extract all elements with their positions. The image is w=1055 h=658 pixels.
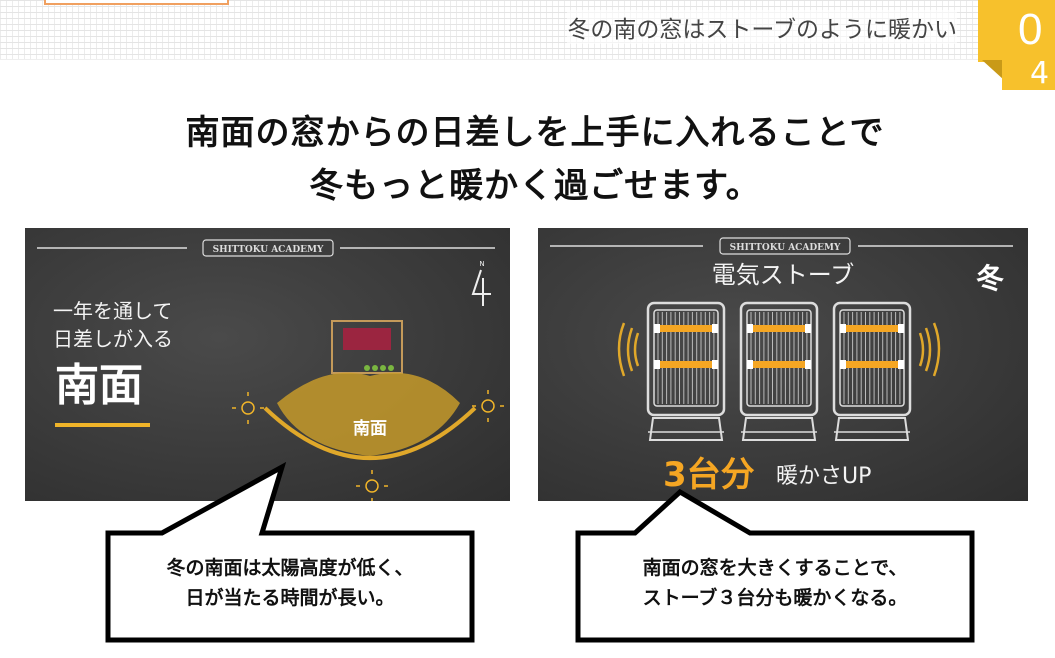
highlight-count: 3台分 xyxy=(663,455,755,495)
page-number-badge: 0 xyxy=(978,0,1055,62)
heat-wave-icon xyxy=(617,322,640,377)
headline-line1: 南面の窓からの日差しを上手に入れることで xyxy=(185,113,885,153)
north-label: N xyxy=(479,260,484,268)
sun-icon xyxy=(356,470,388,501)
brand-label: SHITTOKU ACADEMY xyxy=(213,245,324,255)
brand-label: SHITTOKU ACADEMY xyxy=(730,243,841,253)
line1: 一年を通して xyxy=(53,299,172,323)
season-label: 冬 xyxy=(976,262,1004,295)
big-label: 南面 xyxy=(55,360,143,411)
sun-icon xyxy=(232,392,264,424)
sun-icon xyxy=(472,390,504,422)
south-facing-illustration: SHITTOKU ACADEMY N 一年を通して 日差しが入る 南面 南面 xyxy=(25,228,510,501)
callout-line1: 南面の窓を大きくすることで、 xyxy=(642,557,908,579)
stove-icon xyxy=(832,301,912,441)
line2: 日差しが入る xyxy=(53,327,173,351)
area-label: 南面 xyxy=(353,418,387,439)
warmth-up-label: 暖かさUP xyxy=(776,464,871,489)
callout-line2: ストーブ３台分も暖かくなる。 xyxy=(642,587,908,609)
compass-north-icon xyxy=(471,269,491,306)
heat-wave-icon xyxy=(918,322,941,377)
badge-fold xyxy=(982,60,1004,80)
stove-title: 電気ストーブ xyxy=(712,261,855,289)
callout-stove: 南面の窓を大きくすることで、 ストーブ３台分も暖かくなる。 xyxy=(570,480,980,650)
page-number-badge-bottom: 4 xyxy=(1002,59,1055,90)
callout-line1: 冬の南面は太陽高度が低く、 xyxy=(166,557,414,579)
stove-icon xyxy=(739,301,819,441)
callout-south-sun: 冬の南面は太陽高度が低く、 日が当たる時間が長い。 xyxy=(100,455,480,650)
callout-line2: 日が当たる時間が長い。 xyxy=(185,587,395,609)
stove-icon xyxy=(646,301,726,441)
stove-illustration: SHITTOKU ACADEMY 電気ストーブ 冬 3台分 暖かさUP xyxy=(538,228,1028,501)
section-subtitle: 冬の南の窓はストーブのように暖かい xyxy=(567,10,957,44)
header-tab xyxy=(44,0,229,5)
headline-line2: 冬もっと暖かく過ごせます。 xyxy=(309,166,761,206)
